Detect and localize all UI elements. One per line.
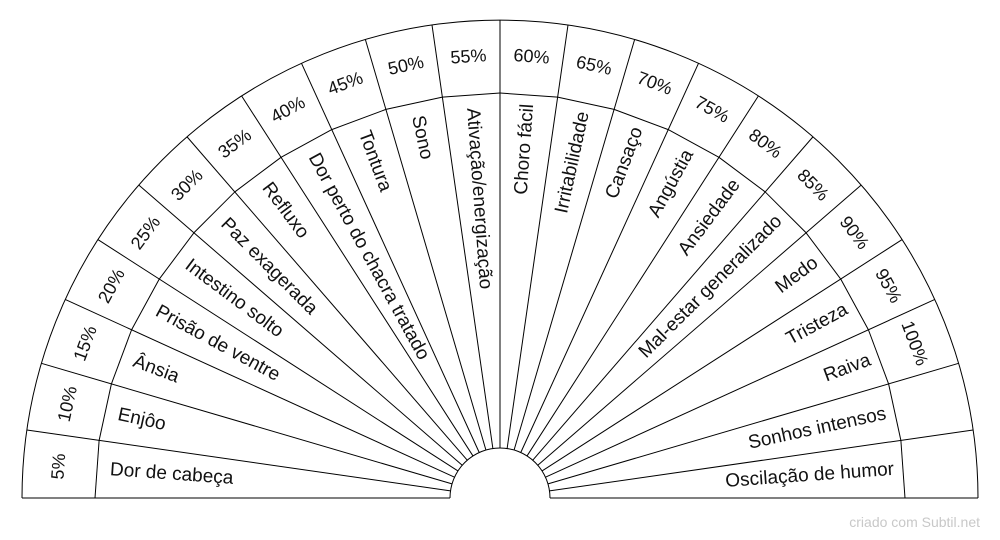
ring-boundary-line bbox=[94, 440, 100, 499]
percent-label: 75% bbox=[692, 92, 733, 127]
radial-divider bbox=[64, 298, 455, 478]
segment-label: Dor perto do chacra tratado bbox=[304, 150, 434, 364]
ring-boundary-line bbox=[442, 92, 501, 98]
percent-label: 100% bbox=[897, 318, 932, 368]
ring-boundary-line bbox=[234, 156, 282, 193]
percent-label: 15% bbox=[70, 323, 101, 364]
ring-boundary-line bbox=[331, 108, 387, 131]
ring-boundary-line bbox=[668, 129, 720, 158]
radial-divider bbox=[138, 184, 463, 466]
segment-label: Sono bbox=[407, 114, 437, 162]
radial-divider bbox=[506, 24, 569, 449]
ring-boundary-line bbox=[98, 383, 112, 441]
radial-divider bbox=[26, 429, 451, 492]
percent-label: 30% bbox=[167, 165, 207, 205]
ring-boundary-line bbox=[385, 96, 443, 110]
percent-label: 90% bbox=[836, 212, 874, 253]
credit-text: criado com Subtil.net bbox=[849, 514, 980, 530]
percent-label: 55% bbox=[450, 45, 487, 68]
ring-boundary-line bbox=[840, 278, 869, 330]
radial-divider bbox=[549, 429, 974, 492]
segment-label: Tontura bbox=[354, 128, 396, 195]
percent-label: 45% bbox=[325, 68, 366, 99]
radial-divider bbox=[532, 136, 814, 461]
percent-label: 60% bbox=[513, 45, 550, 68]
radial-divider bbox=[41, 362, 453, 485]
inner-hub-arc bbox=[449, 447, 551, 499]
percent-label: 5% bbox=[47, 453, 69, 480]
radial-divider bbox=[547, 362, 959, 485]
ring-boundary-line bbox=[805, 232, 842, 280]
ring-boundary-line bbox=[131, 278, 160, 330]
segment-label: Mal-estar generalizado bbox=[635, 211, 787, 363]
radial-divider bbox=[364, 39, 487, 451]
radial-divider bbox=[186, 136, 468, 461]
percent-label: 25% bbox=[127, 212, 165, 253]
percent-label: 10% bbox=[54, 384, 81, 423]
percent-label: 70% bbox=[634, 68, 675, 99]
ring-boundary-line bbox=[764, 191, 807, 234]
segment-label: Enjôo bbox=[116, 404, 168, 435]
radial-divider bbox=[97, 239, 459, 472]
segment-label: Raiva bbox=[821, 350, 874, 387]
segment-label: Oscilação de humor bbox=[725, 459, 896, 492]
percent-label: 65% bbox=[574, 52, 613, 79]
percent-label: 80% bbox=[745, 125, 786, 163]
segment-label: Refluxo bbox=[258, 178, 313, 242]
ring-boundary-line bbox=[280, 129, 332, 158]
segment-label: Sonhos intensos bbox=[746, 403, 888, 453]
ring-boundary-line bbox=[718, 156, 766, 193]
ring-boundary-line bbox=[900, 440, 906, 499]
ring-boundary-line bbox=[867, 329, 890, 385]
radial-divider bbox=[526, 95, 759, 457]
ring-boundary-line bbox=[613, 108, 669, 131]
percent-label: 35% bbox=[214, 125, 255, 163]
ring-boundary-line bbox=[888, 383, 902, 441]
ring-boundary-line bbox=[557, 96, 615, 110]
radial-divider bbox=[541, 239, 903, 472]
radial-divider bbox=[537, 184, 862, 466]
radial-divider bbox=[241, 95, 474, 457]
ring-boundary-line bbox=[193, 191, 236, 234]
percent-label: 40% bbox=[267, 92, 308, 127]
ring-boundary-line bbox=[499, 92, 558, 98]
segment-label: Ativação/energização bbox=[462, 107, 496, 290]
segment-label: Ânsia bbox=[130, 350, 183, 387]
segment-label: Choro fácil bbox=[511, 103, 538, 195]
ring-boundary-line bbox=[158, 232, 195, 280]
segment-label: Angústia bbox=[644, 146, 698, 221]
ring-boundary-line bbox=[110, 329, 133, 385]
radial-divider bbox=[431, 24, 494, 449]
radial-divider bbox=[300, 62, 480, 453]
radial-divider bbox=[513, 39, 636, 451]
radial-divider bbox=[520, 62, 700, 453]
percent-label: 95% bbox=[871, 265, 906, 306]
percent-label: 85% bbox=[793, 165, 833, 205]
percent-label: 20% bbox=[94, 265, 129, 306]
segment-label: Medo bbox=[772, 252, 823, 297]
radial-divider bbox=[545, 298, 936, 478]
segment-label: Dor de cabeça bbox=[109, 459, 234, 489]
percent-label: 50% bbox=[386, 52, 425, 79]
